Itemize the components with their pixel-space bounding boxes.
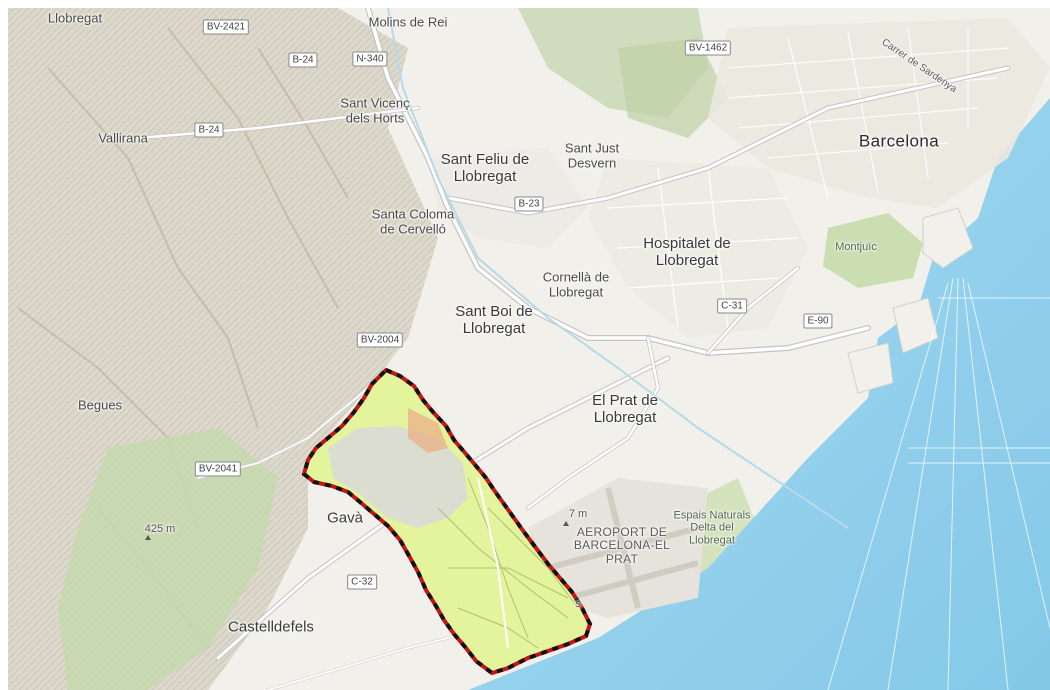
- label-santa-coloma: Santa Coloma de Cervelló: [371, 206, 455, 236]
- label-castelldefels: Castelldefels: [228, 618, 314, 636]
- forest-area: [58, 428, 278, 690]
- sea-area: [468, 98, 1050, 690]
- label-sant-just: Sant Just Desvern: [564, 140, 620, 170]
- road-shield-n340: N-340: [352, 51, 388, 67]
- label-vallirana: Vallirana: [98, 130, 148, 146]
- road-shield-bv2004: BV-2004: [356, 332, 404, 348]
- label-montjuic: Montjuïc: [835, 240, 877, 253]
- peak-marker-7: [563, 521, 569, 526]
- road-shield-b23: B-23: [514, 196, 544, 212]
- montjuic-park: [823, 213, 923, 288]
- label-sant-vicenc: Sant Vicenç dels Horts: [340, 95, 410, 125]
- label-el-prat: El Prat de Llobregat: [592, 392, 658, 426]
- road-shield-e90: E-90: [803, 313, 833, 329]
- label-elevation-425: 425 m: [144, 522, 176, 535]
- label-gava: Gavà: [327, 509, 363, 527]
- road-shield-c31: C-31: [717, 298, 747, 314]
- label-begues: Begues: [77, 397, 123, 413]
- road-shield-b24-north: B-24: [288, 52, 318, 68]
- label-sant-feliu: Sant Feliu de Llobregat: [440, 151, 530, 185]
- basemap: [8, 8, 1050, 690]
- label-elevation-7: 7 m: [568, 507, 588, 520]
- road-shield-bv2421: BV-2421: [202, 19, 250, 35]
- label-airport: AEROPORT DE BARCELONA-EL PRAT: [573, 524, 671, 566]
- label-barcelona: Barcelona: [858, 131, 940, 151]
- urban-barcelona: [708, 18, 1050, 208]
- label-molins-de-rei: Molins de Rei: [368, 14, 448, 30]
- river: [387, 8, 849, 529]
- peak-marker-425: [145, 535, 151, 540]
- road-shield-bv1462: BV-1462: [684, 40, 732, 56]
- label-hospitalet: Hospitalet de Llobregat: [643, 235, 731, 269]
- road-shield-bv2041: BV-2041: [194, 461, 242, 477]
- label-fragment-s: s: [575, 597, 581, 610]
- zone-border-black: [301, 367, 593, 676]
- label-delta-llobregat: Espais Naturals Delta del Llobregat: [673, 509, 751, 547]
- label-sant-boi: Sant Boi de Llobregat: [455, 303, 533, 337]
- label-cornella: Cornellà de Llobregat: [542, 269, 610, 299]
- road-shield-c32: C-32: [347, 574, 377, 590]
- road-shield-b24-west: B-24: [194, 122, 224, 138]
- label-llobregat-top: Llobregat: [47, 10, 103, 26]
- map-view[interactable]: Llobregat Molins de Rei Sant Vicenç dels…: [8, 8, 1050, 690]
